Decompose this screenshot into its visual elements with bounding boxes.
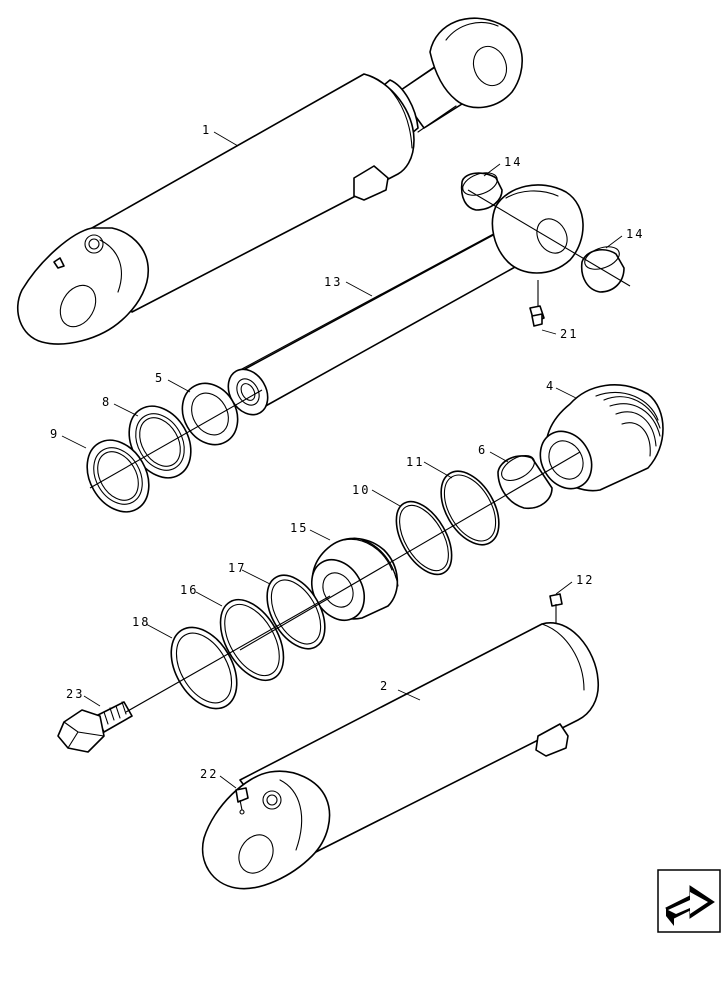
part-12-fitting xyxy=(549,593,563,607)
next-page-arrow-icon xyxy=(665,885,715,926)
part-11-ring xyxy=(440,470,500,546)
part-15-piston xyxy=(310,537,399,621)
next-page-button[interactable] xyxy=(657,869,721,933)
callout-labels: 1 2 4 5 6 8 9 10 11 12 13 14 14 15 16 17… xyxy=(50,123,644,781)
callout-11: 11 xyxy=(406,455,424,469)
part-14-bushing-upper xyxy=(460,172,503,211)
callout-21: 21 xyxy=(560,327,578,341)
callout-10: 10 xyxy=(352,483,370,497)
callout-2: 2 xyxy=(380,679,389,693)
callout-13: 13 xyxy=(324,275,342,289)
part-1-cylinder-barrel xyxy=(17,17,523,345)
callout-17: 17 xyxy=(228,561,246,575)
callout-18: 18 xyxy=(132,615,150,629)
callout-12: 12 xyxy=(576,573,594,587)
part-6-bushing xyxy=(497,454,553,510)
part-10-oring xyxy=(395,500,453,576)
part-23-bolt xyxy=(57,701,133,753)
callout-15: 15 xyxy=(290,521,308,535)
part-5-ring xyxy=(181,382,239,446)
part-14-bushing-lower xyxy=(580,246,625,293)
callout-14-upper: 14 xyxy=(504,155,522,169)
leader-lines xyxy=(61,131,623,789)
part-9-wiper xyxy=(86,439,150,513)
assembly-axis-lines xyxy=(89,189,631,811)
part-21-grease-fitting xyxy=(529,305,545,327)
part-17-ring xyxy=(266,574,326,650)
part-8-seal xyxy=(128,405,192,479)
part-4-gland xyxy=(539,384,664,492)
callout-22: 22 xyxy=(200,767,218,781)
callout-23: 23 xyxy=(66,687,84,701)
callout-4: 4 xyxy=(546,379,555,393)
part-2-cylinder-barrel xyxy=(201,622,600,890)
callout-9: 9 xyxy=(50,427,59,441)
part-13-piston-rod xyxy=(227,184,584,416)
callout-5: 5 xyxy=(155,371,164,385)
callout-8: 8 xyxy=(102,395,111,409)
callout-1: 1 xyxy=(202,123,211,137)
callout-6: 6 xyxy=(478,443,487,457)
callout-16: 16 xyxy=(180,583,198,597)
callout-14-lower: 14 xyxy=(626,227,644,241)
